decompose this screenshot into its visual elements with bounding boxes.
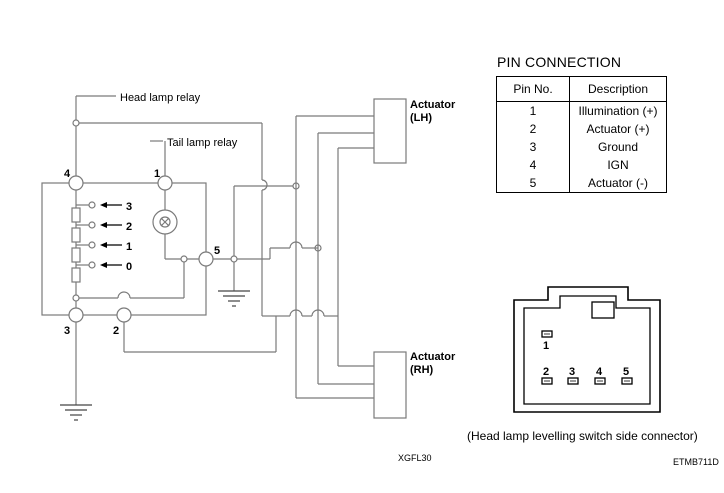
actuator-rh-sublabel: (RH) [410,364,434,376]
connector-pin-label: 5 [623,366,629,378]
switch-contact-1 [88,241,96,249]
connector-caption: (Head lamp levelling switch side connect… [467,429,698,443]
switch-contact-3 [88,201,96,209]
connector-face [513,286,661,413]
table-header-row: Pin No. Description [496,76,667,102]
pin-number: 3 [496,138,570,156]
terminal-1-label: 1 [154,168,160,180]
pin-description: Actuator (+) [586,122,650,136]
terminal-5 [198,251,214,267]
pin-description: Ground [597,140,639,154]
actuator-lh-label: Actuator [410,99,456,111]
pin-connection-title: PIN CONNECTION [497,54,622,70]
actuator-rh-label: Actuator [410,351,456,363]
table-row: 5 Actuator (-) [496,174,667,193]
wire-crossover [311,309,325,317]
wire-crossover [117,291,131,299]
pin-number: 1 [496,101,570,120]
pin-number: 4 [496,156,570,174]
resistor [71,267,81,283]
tail-lamp-relay-label: Tail lamp relay [167,137,238,149]
wire-crossover [289,241,303,249]
terminal-2 [116,307,132,323]
head-lamp-relay-label: Head lamp relay [120,92,201,104]
terminal-1 [157,175,173,191]
pin-number: 2 [496,120,570,138]
junction [72,294,80,302]
actuator-lh-sublabel: (LH) [410,112,432,124]
switch-contact-0 [88,261,96,269]
connector-pin-label: 2 [543,366,549,378]
resistor [71,247,81,263]
table-row: 1 Illumination (+) [496,101,667,120]
switch-position-label: 2 [126,221,132,233]
switch-position-label: 3 [126,201,132,213]
terminal-4-label: 4 [64,168,71,180]
actuator-lh-box [373,98,407,164]
terminal-3-label: 3 [64,325,70,337]
resistor [71,227,81,243]
levelling-switch-housing [41,182,207,316]
table-row: 2 Actuator (+) [496,120,667,138]
switch-position-label: 0 [126,261,132,273]
wire-crossover [261,179,268,191]
table-row: 4 IGN [496,156,667,174]
pin-description: Illumination (+) [578,104,658,118]
lamp-filament [160,217,170,227]
figure-code-right: ETMB711D [673,457,719,467]
pin-number: 5 [496,174,570,193]
switch-position-label: 1 [126,241,132,253]
pin-description: IGN [607,158,629,172]
junction [230,255,238,263]
terminal-4 [68,175,84,191]
switch-contact-2 [88,221,96,229]
header-pin-no: Pin No. [496,76,570,102]
terminal-2-label: 2 [113,325,119,337]
pin-connection-table: Pin No. Description 1 Illumination (+) 2… [496,76,667,193]
connector-pin-label: 4 [596,366,603,378]
junction [72,119,80,127]
actuator-rh-box [373,351,407,419]
header-description: Description [569,76,667,102]
connector-pin-label: 3 [569,366,575,378]
resistor [71,207,81,223]
terminal-5-label: 5 [214,245,220,257]
table-row: 3 Ground [496,138,667,156]
connector-pin-label: 1 [543,340,549,352]
figure-code-left: XGFL30 [398,453,432,463]
switch-arrows [100,202,122,268]
connector-pins [541,330,633,385]
terminal-3 [68,307,84,323]
pin-description: Actuator (-) [587,176,648,190]
junction [180,255,188,263]
wire-crossover [289,309,303,317]
